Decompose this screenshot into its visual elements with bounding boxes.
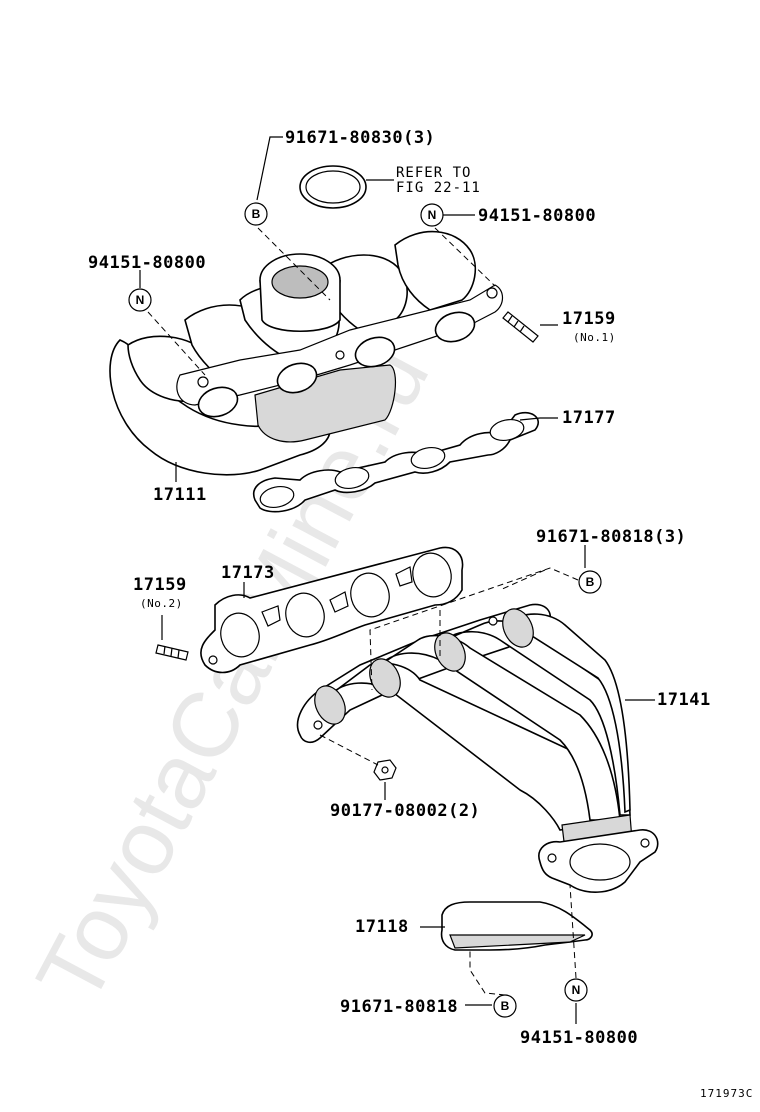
- label-17159-no2[interactable]: 17159: [133, 575, 187, 595]
- heat-insulator-17118[interactable]: [440, 901, 593, 951]
- label-17159-no1[interactable]: 17159: [562, 309, 616, 329]
- callout-n-top-right: N: [420, 203, 444, 227]
- exhaust-manifold-17111[interactable]: [109, 230, 504, 476]
- refer-note-line1: REFER TO: [396, 165, 471, 181]
- label-17118[interactable]: 17118: [355, 917, 409, 937]
- svg-text:N: N: [572, 983, 581, 997]
- label-90177-08002[interactable]: 90177-08002(2): [330, 801, 480, 821]
- stud-17159-no1[interactable]: [502, 311, 539, 343]
- label-94151-80800-top-left[interactable]: 94151-80800: [88, 253, 206, 273]
- svg-text:N: N: [428, 208, 437, 222]
- label-94151-80800-top-right[interactable]: 94151-80800: [478, 206, 596, 226]
- callout-b-middle: B: [578, 570, 602, 594]
- refer-note-line2: FIG 22-11: [396, 180, 481, 196]
- label-91671-80818[interactable]: 91671-80818: [340, 997, 458, 1017]
- label-91671-80830[interactable]: 91671-80830(3): [285, 128, 435, 148]
- callout-b-top: B: [244, 202, 268, 226]
- callout-n-bottom: N: [564, 978, 588, 1002]
- svg-text:B: B: [252, 207, 261, 221]
- label-94151-80800-bottom[interactable]: 94151-80800: [520, 1028, 638, 1048]
- callout-b-bottom: B: [493, 994, 517, 1018]
- label-17141[interactable]: 17141: [657, 690, 711, 710]
- stud-17159-no2[interactable]: [155, 644, 189, 661]
- leader-lines: [139, 136, 655, 1024]
- exhaust-pipe-17141[interactable]: [296, 603, 659, 893]
- label-17177[interactable]: 17177: [562, 408, 616, 428]
- o-ring-gasket[interactable]: [299, 165, 367, 209]
- label-17159-no1-sub: (No.1): [573, 331, 616, 344]
- label-91671-80818-3[interactable]: 91671-80818(3): [536, 527, 686, 547]
- svg-text:B: B: [501, 999, 510, 1013]
- gasket-17177[interactable]: [253, 411, 539, 513]
- label-17111[interactable]: 17111: [153, 485, 207, 505]
- svg-text:B: B: [586, 575, 595, 589]
- gasket-17173[interactable]: [200, 546, 464, 674]
- svg-text:N: N: [136, 293, 145, 307]
- label-17173[interactable]: 17173: [221, 563, 275, 583]
- figure-id: 171973C: [700, 1087, 753, 1100]
- callout-n-top-left: N: [128, 288, 152, 312]
- nut-90177-08002[interactable]: [373, 759, 397, 781]
- label-17159-no2-sub: (No.2): [140, 597, 183, 610]
